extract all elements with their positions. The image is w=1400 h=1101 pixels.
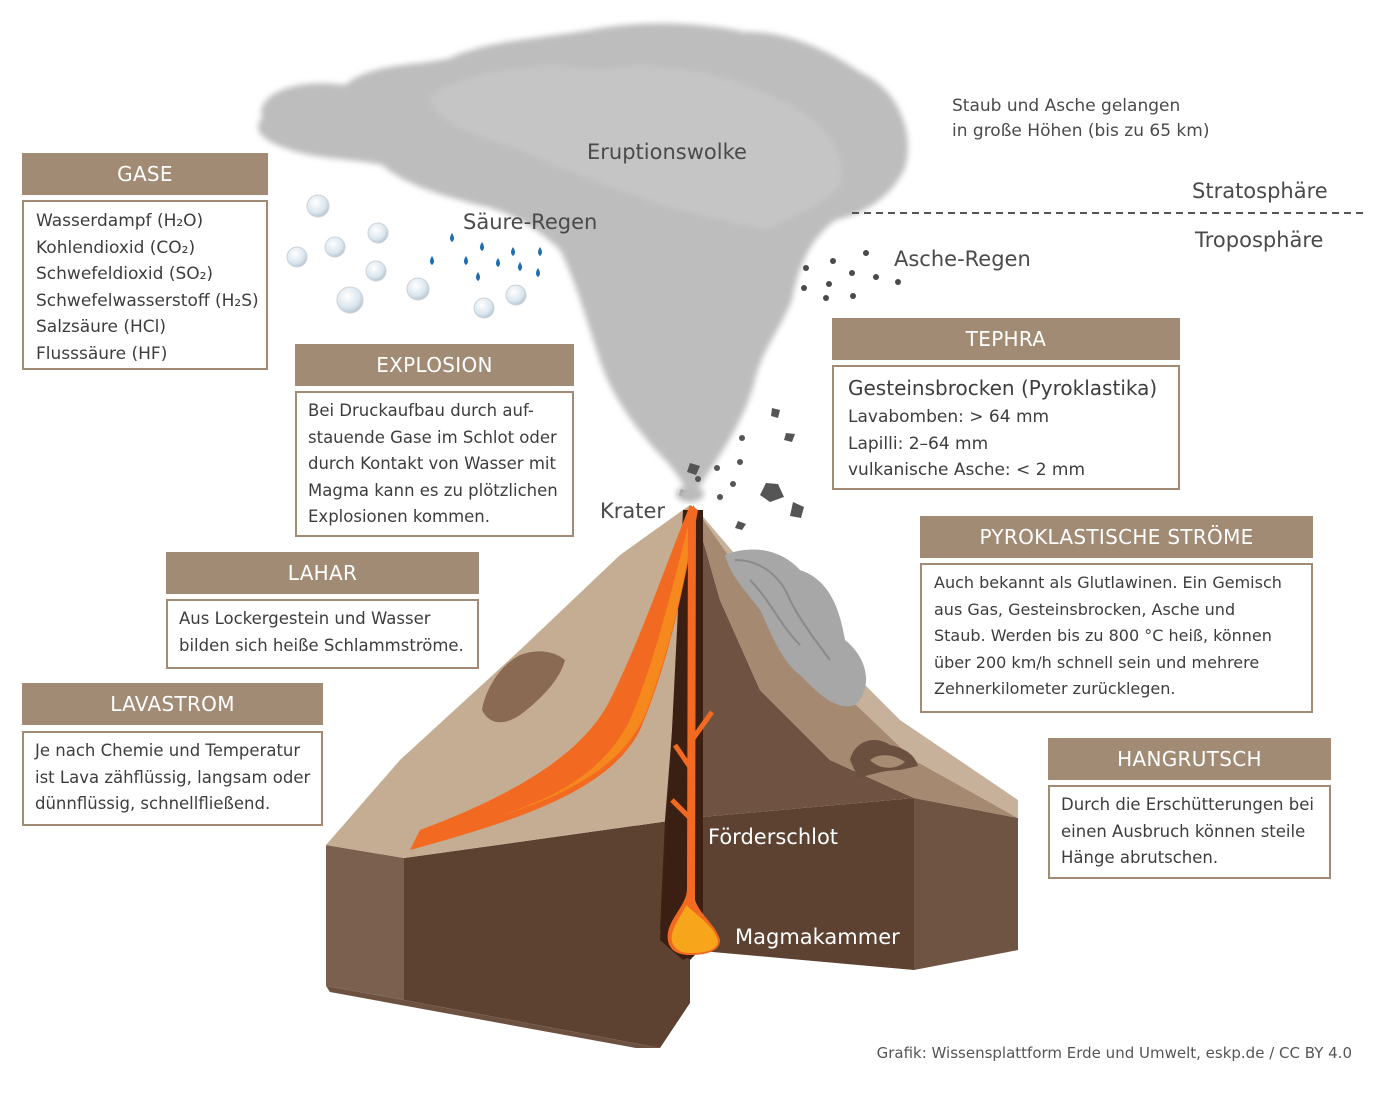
lavastrom-box: Je nach Chemie und Temperatur ist Lava z…: [22, 731, 323, 826]
hangrutsch-text: Durch die Erschütterungen bei: [1061, 795, 1314, 814]
gas-item: Schwefeldioxid (SO₂): [36, 264, 214, 284]
eruption-cloud: [258, 23, 908, 500]
explosion-box: Bei Druckaufbau durch auf- stauende Gase…: [295, 391, 574, 537]
crater-puff: [676, 486, 704, 502]
vent-label: Förderschlot: [708, 825, 839, 849]
lavastrom-text: Je nach Chemie und Temperatur: [35, 741, 301, 760]
pyroclastic-box: Auch bekannt als Glutlawinen. Ein Gemisc…: [920, 563, 1313, 713]
explosion-text: Explosionen kommen.: [308, 507, 490, 526]
gas-bubbles: [286, 194, 527, 319]
lahar-text: Aus Lockergestein und Wasser: [179, 609, 431, 628]
eruption-cloud-label: Eruptionswolke: [587, 140, 747, 164]
credit-line: Grafik: Wissensplattform Erde und Umwelt…: [876, 1044, 1352, 1062]
gases-box: Wasserdampf (H₂O) Kohlendioxid (CO₂) Sch…: [22, 200, 268, 370]
tephra-subtitle: Gesteinsbrocken (Pyroklastika): [848, 376, 1158, 400]
explosion-text: stauende Gase im Schlot oder: [308, 427, 557, 447]
hangrutsch-box: Durch die Erschütterungen bei einen Ausb…: [1048, 785, 1331, 879]
lavastrom-title: LAVASTROM: [22, 683, 323, 725]
gases-title: GASE: [22, 153, 268, 195]
tephra-title: TEPHRA: [832, 318, 1180, 360]
pyroclastic-text: über 200 km/h schnell sein und mehrere: [934, 652, 1260, 672]
lavastrom-text: ist Lava zähflüssig, langsam oder: [35, 767, 311, 787]
explosion-text: durch Kontakt von Wasser mit: [308, 454, 556, 473]
gas-item: Flusssäure (HF): [36, 343, 168, 364]
explosion-text: Magma kann es zu plötzlichen: [308, 480, 558, 500]
dust-note-line1: Staub und Asche gelangen: [952, 96, 1181, 116]
explosion-title: EXPLOSION: [295, 344, 574, 386]
lahar-title: LAHAR: [166, 552, 479, 594]
hangrutsch-text: Hänge abrutschen.: [1061, 848, 1219, 867]
gas-item: Salzsäure (HCl): [36, 317, 167, 337]
pyroclastic-text: Staub. Werden bis zu 800 °C heiß, können: [934, 626, 1272, 645]
tephra-text: Lapilli: 2–64 mm: [848, 433, 989, 454]
gas-item: Schwefelwasserstoff (H₂S): [36, 290, 259, 311]
stratosphere-label: Stratosphäre: [1192, 179, 1328, 203]
tephra-text: vulkanische Asche: < 2 mm: [848, 460, 1086, 480]
magma-chamber-label: Magmakammer: [735, 925, 900, 949]
crater-label: Krater: [600, 499, 666, 523]
acid-rain-label: Säure-Regen: [463, 210, 598, 234]
pyroclastic-text: Zehnerkilometer zurücklegen.: [934, 679, 1176, 698]
hangrutsch-text: einen Ausbruch können steile: [1061, 821, 1306, 841]
hangrutsch-title: HANGRUTSCH: [1048, 738, 1331, 780]
lahar-text: bilden sich heiße Schlammströme.: [179, 635, 464, 655]
ash-rain-dots: [801, 250, 901, 301]
explosion-text: Bei Druckaufbau durch auf-: [308, 401, 534, 420]
pyroclastic-text: Auch bekannt als Glutlawinen. Ein Gemisc…: [934, 573, 1282, 592]
troposphere-label: Troposphäre: [1195, 228, 1324, 252]
pyroclastic-title: PYROKLASTISCHE STRÖME: [920, 516, 1313, 558]
tephra-text: Lavabomben: > 64 mm: [848, 407, 1050, 427]
dust-note-line2: in große Höhen (bis zu 65 km): [952, 121, 1210, 141]
acid-rain-drops: [430, 233, 542, 281]
lahar-box: Aus Lockergestein und Wasser bilden sich…: [166, 599, 479, 669]
ash-rain-label: Asche-Regen: [894, 247, 1031, 271]
gas-item: Wasserdampf (H₂O): [36, 211, 204, 231]
volcano-body: [326, 505, 1018, 1048]
gas-item: Kohlendioxid (CO₂): [36, 237, 196, 258]
tephra-box: Gesteinsbrocken (Pyroklastika) Lavabombe…: [832, 365, 1180, 490]
lavastrom-text: dünnflüssig, schnellfließend.: [35, 794, 271, 813]
pyroclastic-text: aus Gas, Gesteinsbrocken, Asche und: [934, 599, 1236, 619]
